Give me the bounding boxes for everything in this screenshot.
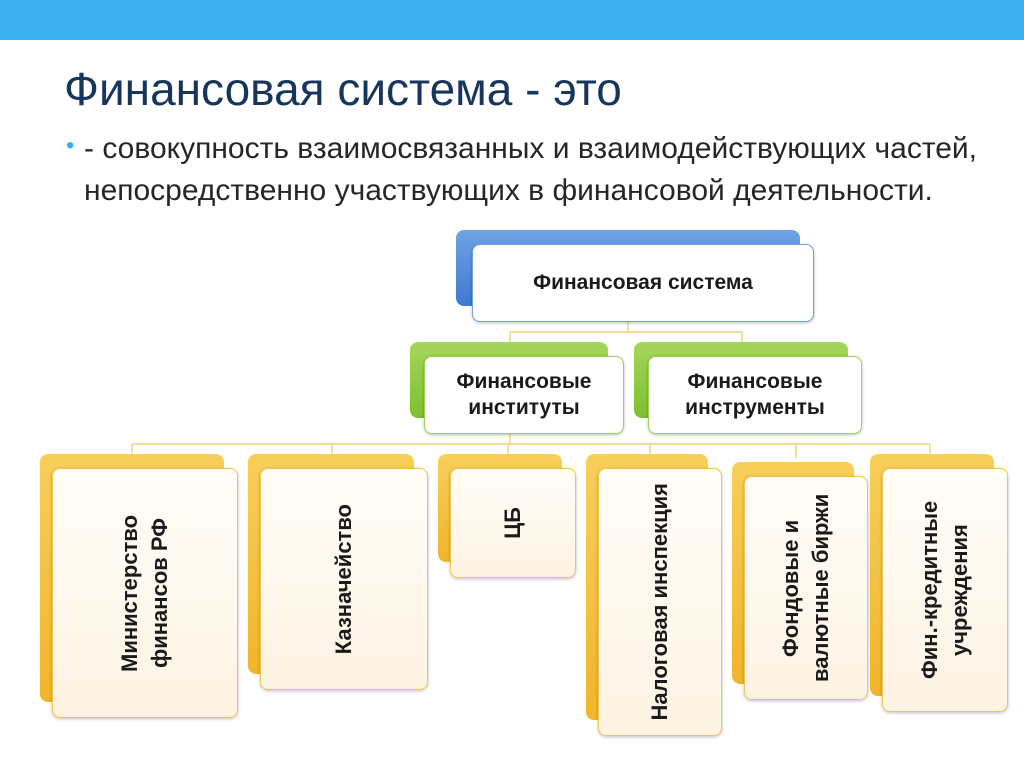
instruments-node: Финансовые инструменты xyxy=(634,342,864,434)
credit-institutions-label: Фин.-кредитные учреждения xyxy=(917,500,972,680)
instruments-label: Финансовые инструменты xyxy=(685,370,825,419)
slide-title: Финансовая система - это xyxy=(64,63,622,115)
stock-currency-exchanges-node: Фондовые и валютные биржи xyxy=(732,462,868,700)
institutions-node: Финансовые институты xyxy=(410,342,624,434)
header-bar xyxy=(0,0,1024,40)
stock-currency-exchanges-label: Фондовые и валютные биржи xyxy=(778,493,833,683)
definition-text: - совокупность взаимосвязанных и взаимод… xyxy=(84,132,977,207)
root-node: Финансовая система xyxy=(456,230,816,322)
institutions-label: Финансовые институты xyxy=(456,370,592,419)
treasury-node: Казначейство xyxy=(248,454,428,690)
treasury-label: Казначейство xyxy=(331,503,356,655)
tax-inspection-node: Налоговая инспекция xyxy=(586,454,722,736)
ministry-of-finance-label: Министерство финансов РФ xyxy=(117,514,172,672)
credit-institutions-node: Фин.-кредитные учреждения xyxy=(870,454,1008,712)
ministry-of-finance-node: Министерство финансов РФ xyxy=(40,454,238,718)
bullet-marker: • xyxy=(66,132,75,159)
root-label: Финансовая система xyxy=(533,271,753,294)
central-bank-label: ЦБ xyxy=(500,507,525,539)
central-bank-node: ЦБ xyxy=(438,454,576,578)
tax-inspection-label: Налоговая инспекция xyxy=(647,483,672,721)
